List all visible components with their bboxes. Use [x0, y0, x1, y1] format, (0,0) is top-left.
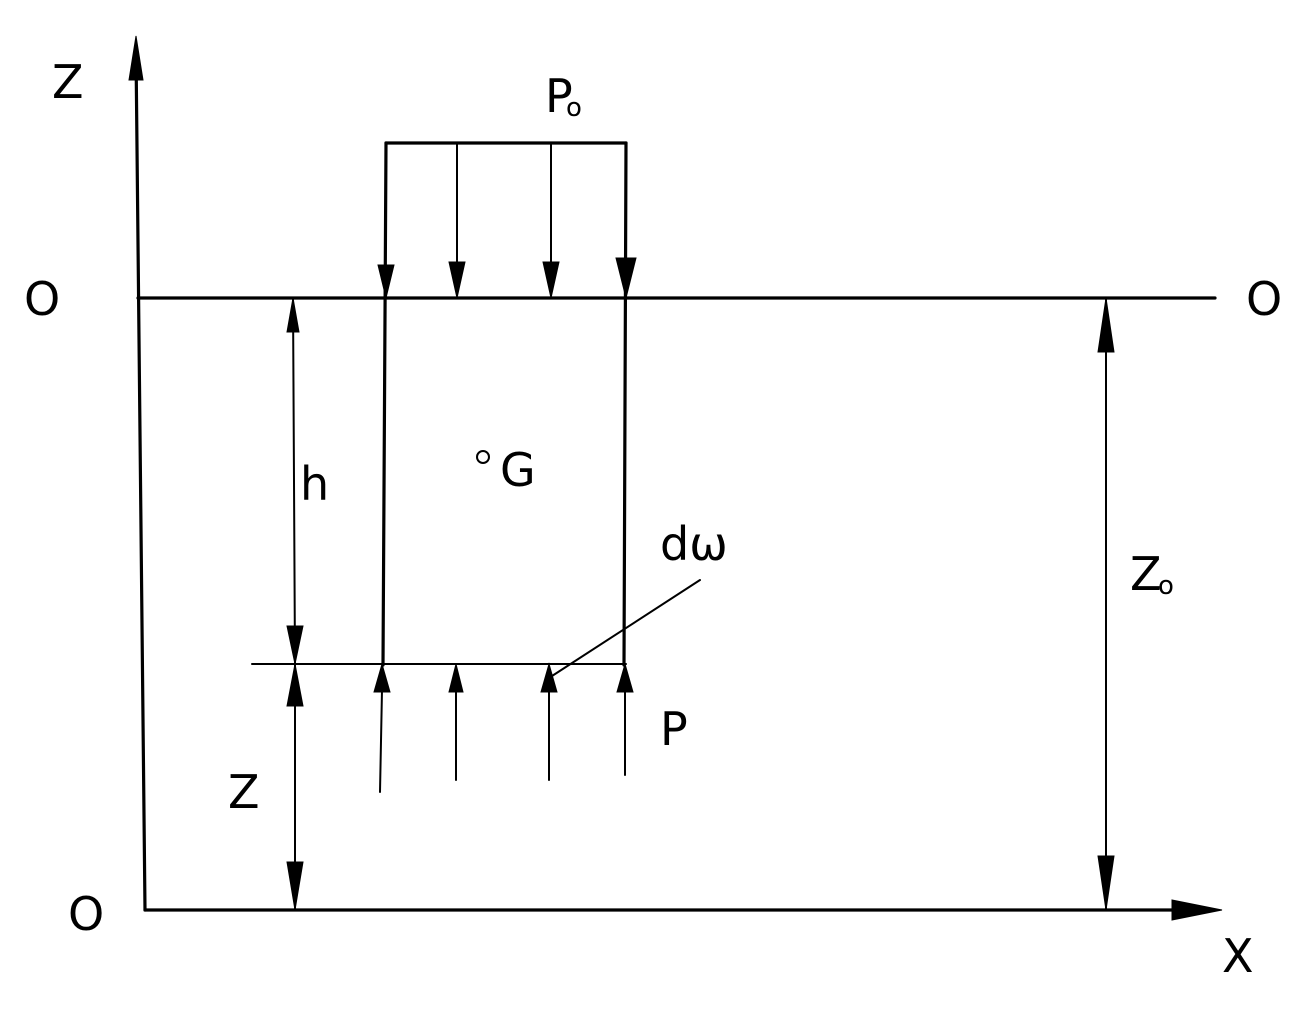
centroid-point [476, 450, 490, 464]
z0-label: Z o [1130, 547, 1174, 601]
z-label: Z [228, 765, 260, 819]
z0-dimension [1097, 297, 1115, 911]
svg-text:o: o [566, 93, 582, 123]
z-dimension [286, 663, 304, 911]
surface-pressure-arrows [377, 142, 637, 299]
svg-text:P: P [545, 69, 573, 123]
surface-left-label: O [24, 272, 60, 326]
bottom-pressure-arrows [373, 662, 634, 793]
surface-right-label: O [1246, 272, 1282, 326]
z-axis-label: Z [52, 55, 84, 109]
origin-label: O [68, 887, 104, 941]
z-axis [128, 35, 147, 912]
h-dimension [286, 297, 304, 665]
dw-label: dω [660, 517, 728, 571]
p0-label: P o [545, 69, 582, 123]
x-axis [143, 899, 1223, 921]
svg-text:Z: Z [1130, 547, 1162, 601]
fluid-column [381, 141, 628, 667]
g-label: G [500, 443, 536, 497]
dw-leader-line [551, 579, 701, 677]
p-label: P [660, 702, 688, 756]
svg-text:o: o [1158, 571, 1174, 601]
h-label: h [300, 457, 329, 511]
x-axis-label: X [1222, 929, 1254, 983]
